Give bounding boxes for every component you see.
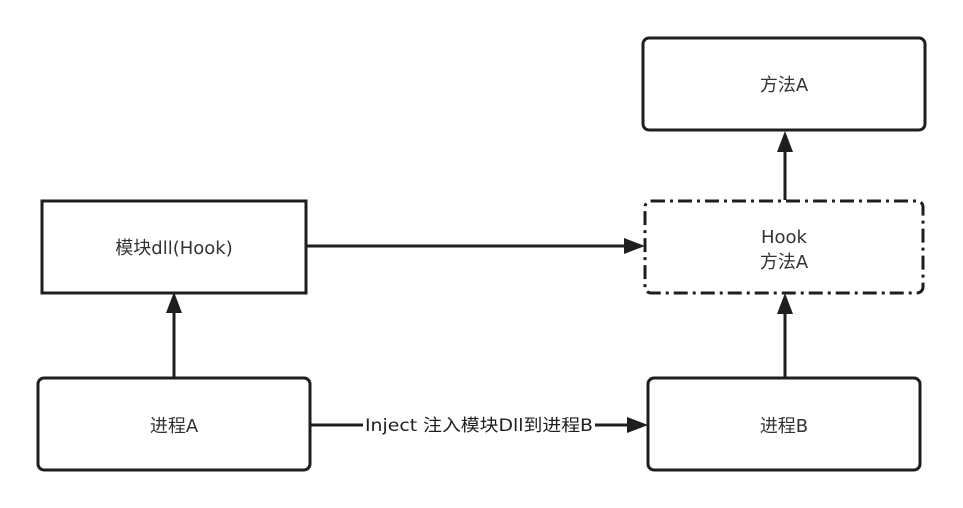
nodes: 方法A 模块dll(Hook) Hook 方法A 进程A 进程B	[36, 36, 927, 472]
edge-process-b-to-hook-method	[777, 293, 793, 378]
arrowhead-up	[777, 131, 793, 152]
edge-inject: Inject 注入模块Dll到进程B	[310, 413, 648, 437]
edge-inject-label: Inject 注入模块Dll到进程B	[365, 416, 593, 436]
node-method-a-label: 方法A	[760, 75, 809, 96]
node-process-b-label: 进程B	[760, 416, 808, 437]
node-process-b: 进程B	[646, 376, 922, 472]
edge-module-dll-to-hook-method	[306, 238, 645, 254]
node-module-dll-label: 模块dll(Hook)	[115, 238, 232, 259]
node-hook-method-line2: 方法A	[760, 252, 809, 273]
arrowhead-right	[627, 417, 648, 433]
node-hook-method: Hook 方法A	[643, 199, 925, 295]
node-hook-method-line1: Hook	[761, 227, 808, 248]
edge-process-a-to-module-dll	[166, 292, 182, 378]
edges: Inject 注入模块Dll到进程B	[166, 131, 793, 437]
edge-hook-method-to-method-a	[777, 131, 793, 200]
node-module-dll: 模块dll(Hook)	[40, 199, 308, 295]
arrowhead-right	[624, 238, 645, 254]
arrowhead-up	[166, 292, 182, 313]
arrowhead-up	[777, 293, 793, 314]
node-process-a: 进程A	[36, 376, 312, 472]
node-process-a-label: 进程A	[150, 416, 199, 437]
node-method-a: 方法A	[641, 36, 927, 132]
